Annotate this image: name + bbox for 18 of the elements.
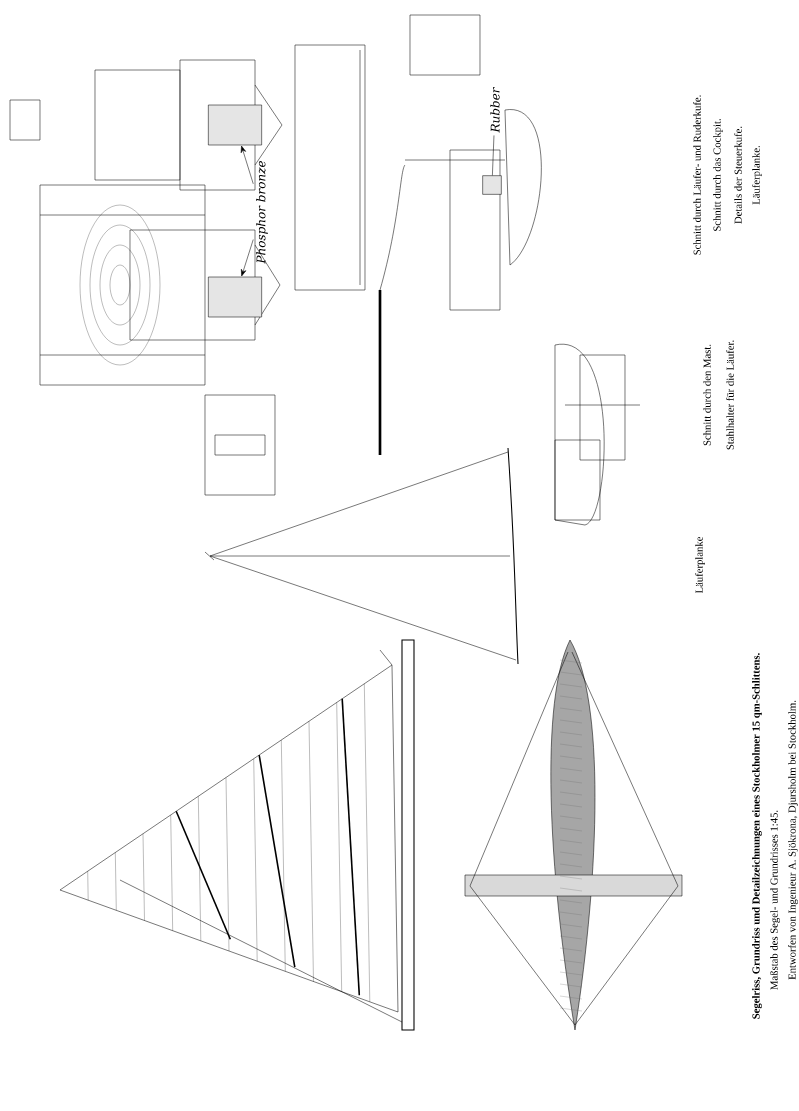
- caption-text: Läuferplanke.: [752, 145, 762, 205]
- caption-text: Schnitt durch das Cockpit.: [713, 119, 723, 231]
- caption-text: Schnitt durch Läufer- und Ruderkufe.: [693, 95, 701, 255]
- bronze-fitting: [208, 276, 262, 318]
- caption-text: Schnitt durch den Mast.: [703, 344, 711, 446]
- handwritten-label: Rubber: [490, 86, 500, 133]
- leader-line: [240, 145, 254, 185]
- caption-text: Maßstab des Segel- und Grundrisses 1:45.: [770, 810, 780, 990]
- caption-text: Stahlhalter für die Läufer.: [726, 340, 734, 450]
- leader-line: [241, 239, 254, 277]
- leader-line: [492, 135, 495, 176]
- caption-title: Segelriss, Grundriss und Detailzeichnungen eines Stockholmer 15 qm-Schlittens.: [752, 653, 762, 1019]
- caption-text: Entworfen von Ingenieur A. Sjökrona, Djursholm bei Stockholm.: [788, 700, 798, 980]
- bronze-fitting: [208, 104, 262, 146]
- handwritten-label: Phosphor bronze: [256, 161, 268, 264]
- caption-text: Details der Steuerkufe.: [734, 126, 742, 224]
- caption-text: Läuferplanke: [695, 536, 705, 594]
- rubber-pad: [482, 175, 502, 195]
